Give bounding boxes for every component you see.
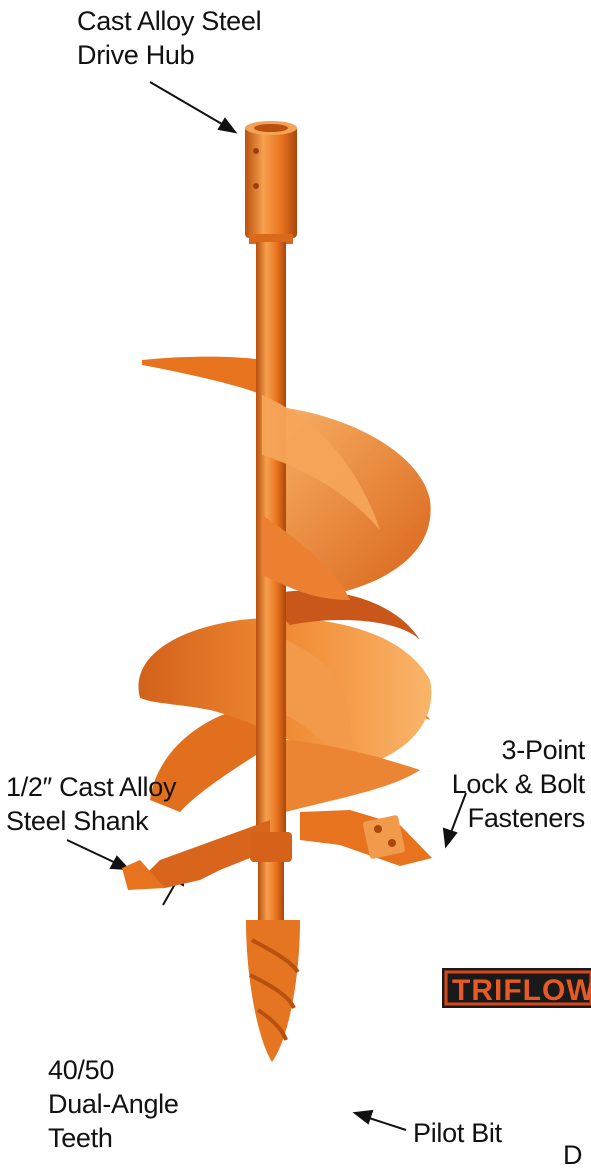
cutting-head	[122, 810, 432, 1062]
label-teeth-line1: 40/50	[48, 1053, 179, 1087]
drive-hub	[245, 126, 297, 238]
label-fasteners-line3: Fasteners	[452, 801, 585, 835]
arrow-drive-hub	[150, 82, 235, 132]
label-drive-hub: Cast Alloy Steel Drive Hub	[77, 4, 261, 72]
drive-hub-bore	[254, 124, 288, 132]
fastener-bolt	[388, 839, 396, 847]
label-cut-off: D	[563, 1138, 582, 1172]
flight-top	[142, 357, 262, 395]
arrow-pilot-bit	[355, 1111, 406, 1130]
label-shank-line1: 1/2″ Cast Alloy	[6, 770, 176, 804]
fastener-bolt	[374, 825, 382, 833]
label-shank: 1/2″ Cast Alloy Steel Shank	[6, 770, 176, 838]
label-fasteners-line2: Lock & Bolt	[452, 767, 585, 801]
pilot-stem	[258, 862, 284, 922]
arrow-shank	[67, 840, 128, 869]
triflow-logo: TRIFLOW	[442, 968, 591, 1008]
label-fasteners: 3-Point Lock & Bolt Fasteners	[452, 733, 585, 835]
label-fasteners-line1: 3-Point	[452, 733, 585, 767]
label-pilot-bit: Pilot Bit	[413, 1116, 502, 1150]
label-drive-hub-line1: Cast Alloy Steel	[77, 4, 261, 38]
logo-text: TRIFLOW	[452, 974, 591, 1007]
label-drive-hub-line2: Drive Hub	[77, 38, 261, 72]
label-teeth-line2: Dual-Angle	[48, 1087, 179, 1121]
hub-bolt-hole	[253, 183, 259, 189]
label-teeth-line3: Teeth	[48, 1121, 179, 1155]
label-shank-line2: Steel Shank	[6, 804, 176, 838]
hub-bolt-hole	[253, 148, 259, 154]
label-teeth: 40/50 Dual-Angle Teeth	[48, 1053, 179, 1155]
collar	[250, 832, 292, 862]
